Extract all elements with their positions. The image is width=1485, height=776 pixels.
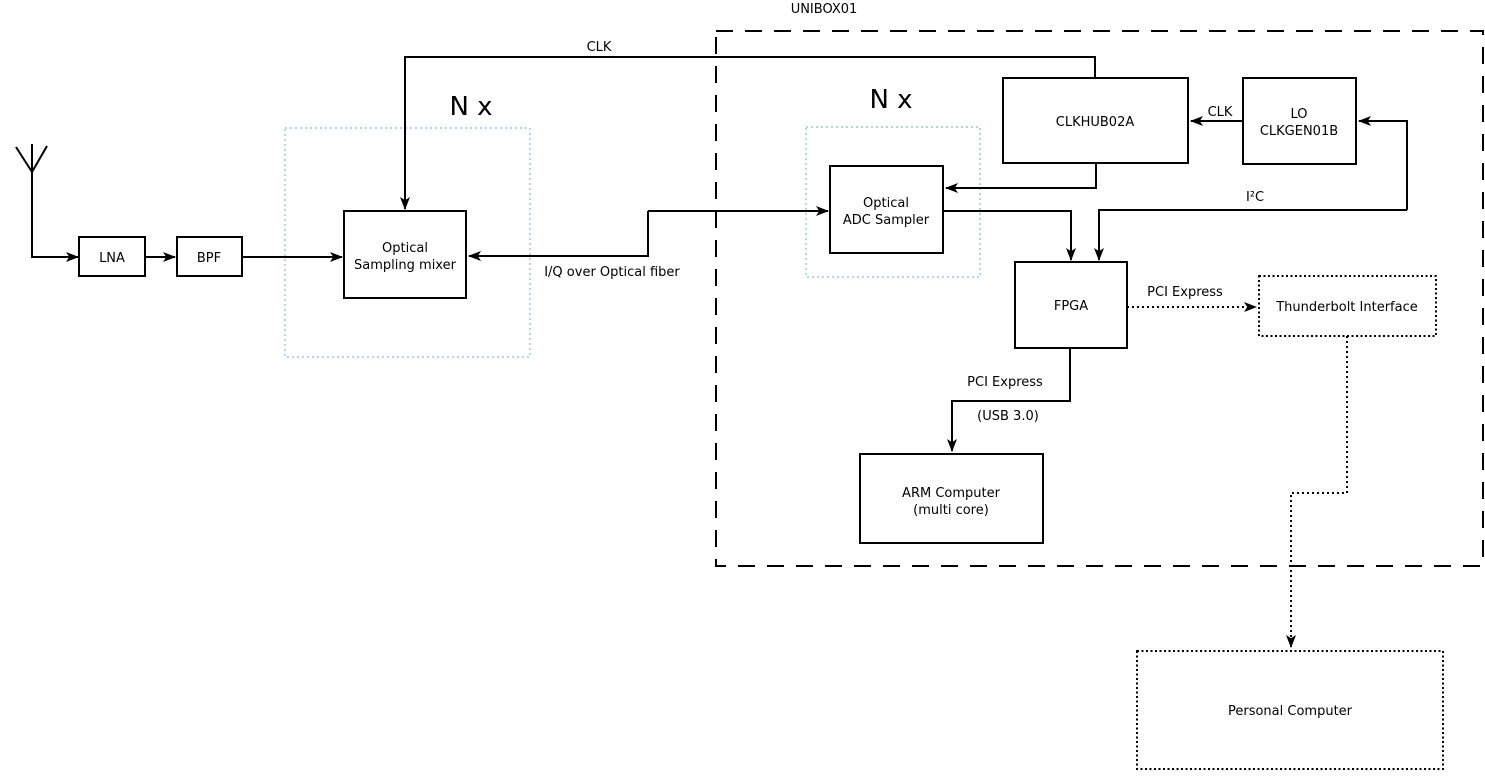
edge-label-usb: (USB 3.0) bbox=[977, 409, 1039, 424]
node-lna: LNA bbox=[78, 236, 146, 277]
mixer-label-line1: Optical bbox=[382, 241, 428, 256]
adc-sampler-box bbox=[829, 165, 944, 254]
bpf-box bbox=[176, 236, 243, 277]
arm-label-line2: (multi core) bbox=[913, 503, 989, 518]
thunderbolt-label: Thunderbolt Interface bbox=[1275, 300, 1418, 315]
fpga-box bbox=[1014, 261, 1128, 349]
edge-label-pci-express-thunderbolt: PCI Express bbox=[1147, 285, 1223, 300]
node-fpga: FPGA bbox=[1014, 261, 1128, 349]
adc-sampler-label-line1: Optical bbox=[863, 196, 909, 211]
wire-i2c-to-fpga bbox=[1094, 209, 1407, 261]
lna-box bbox=[78, 236, 146, 277]
lo-clkgen-label-line2: CLKGEN01B bbox=[1260, 124, 1338, 139]
clkhub-label: CLKHUB02A bbox=[1056, 115, 1135, 130]
lo-clkgen-box bbox=[1242, 77, 1357, 165]
nx-adc-label: N x bbox=[869, 85, 912, 115]
node-optical-adc-sampler: Optical ADC Sampler bbox=[829, 165, 944, 254]
arm-box bbox=[859, 453, 1044, 544]
node-arm-computer: ARM Computer (multi core) bbox=[859, 453, 1044, 544]
edge-label-i2c: I²C bbox=[1246, 190, 1264, 205]
node-optical-sampling-mixer: Optical Sampling mixer bbox=[343, 210, 467, 299]
wire-i2c-to-lo-clkgen bbox=[1358, 116, 1408, 210]
wire-thunderbolt-to-pc bbox=[1286, 336, 1348, 648]
pc-label: Personal Computer bbox=[1228, 704, 1353, 719]
edge-label-clk-main: CLK bbox=[587, 40, 612, 55]
pc-box bbox=[1136, 650, 1444, 770]
bpf-label: BPF bbox=[197, 251, 221, 266]
fpga-label: FPGA bbox=[1054, 299, 1088, 314]
thunderbolt-box bbox=[1258, 275, 1437, 337]
wire-fpga-to-arm bbox=[947, 348, 1071, 452]
clkhub-box bbox=[1002, 77, 1189, 164]
nx-mixer-label: N x bbox=[449, 92, 492, 122]
wire-adc-sampler-to-fpga bbox=[943, 210, 1076, 261]
mixer-box bbox=[343, 210, 467, 299]
mixer-label-line2: Sampling mixer bbox=[354, 258, 457, 273]
unibox01-border bbox=[715, 30, 1484, 567]
node-personal-computer: Personal Computer bbox=[1136, 650, 1444, 770]
lna-label: LNA bbox=[99, 251, 125, 266]
wire-iq-to-mixer bbox=[468, 211, 649, 261]
lo-clkgen-label-line1: LO bbox=[1290, 107, 1307, 122]
node-bpf: BPF bbox=[176, 236, 243, 277]
edge-label-pci-express-arm: PCI Express bbox=[967, 375, 1043, 390]
unibox01-title: UNIBOX01 bbox=[791, 2, 858, 17]
wire-clk-clkhub-to-mixer bbox=[400, 56, 1096, 210]
antenna-left-arm bbox=[15, 146, 33, 173]
arm-label-line1: ARM Computer bbox=[902, 486, 1001, 501]
node-clkhub02a: CLKHUB02A bbox=[1002, 77, 1189, 164]
nx-adc-group-border bbox=[805, 126, 981, 278]
nx-mixer-group-border bbox=[284, 127, 531, 358]
node-lo-clkgen01b: LO CLKGEN01B bbox=[1242, 77, 1357, 165]
edge-label-clk-lo-to-hub: CLK bbox=[1208, 105, 1233, 120]
antenna-icon bbox=[15, 144, 79, 262]
antenna-right-arm bbox=[31, 145, 48, 173]
node-thunderbolt-interface: Thunderbolt Interface bbox=[1258, 275, 1437, 337]
wire-clkhub-to-adc-sampler bbox=[945, 163, 1097, 193]
adc-sampler-label-line2: ADC Sampler bbox=[843, 213, 930, 228]
edge-label-iq-fiber: I/Q over Optical fiber bbox=[544, 265, 680, 280]
wire-antenna-to-lna bbox=[31, 144, 79, 262]
